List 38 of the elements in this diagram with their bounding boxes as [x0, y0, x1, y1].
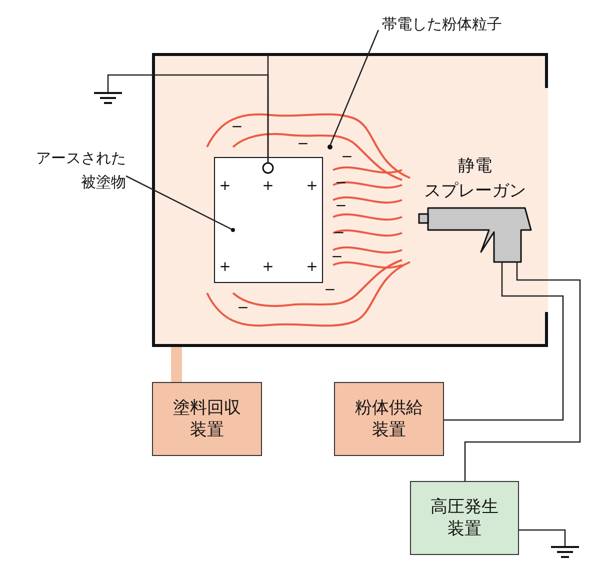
charge-sign: + — [219, 260, 231, 274]
charge-sign: − — [297, 137, 309, 151]
spray-booth — [152, 53, 548, 347]
device-box — [152, 382, 262, 456]
device-box — [410, 481, 519, 555]
device-label: 高圧発生装置 — [429, 496, 500, 540]
spray-gun-icon — [417, 206, 534, 265]
device-label: 粉体供給装置 — [354, 396, 424, 442]
device-caption: スプレーガン — [424, 180, 526, 203]
callout-text: アースされた被塗物 — [24, 146, 126, 194]
leader-line — [330, 30, 379, 145]
charge-sign: + — [262, 179, 274, 193]
charge-sign: − — [335, 176, 347, 190]
charge-sign: + — [306, 179, 318, 193]
powder-particle — [328, 144, 332, 150]
ground-symbol — [94, 92, 122, 104]
workpiece-box — [214, 157, 323, 283]
leader-line — [464, 262, 581, 481]
callout-text: 帯電した粉体粒子 — [382, 12, 562, 36]
charge-sign: − — [331, 250, 343, 264]
wire — [107, 74, 269, 163]
device-caption: 静電 — [458, 155, 492, 178]
charge-sign: − — [335, 199, 347, 213]
charge-sign: − — [333, 226, 345, 240]
leader-line — [519, 529, 566, 546]
charge-sign: − — [341, 150, 353, 164]
device-box — [334, 382, 444, 456]
charge-sign: + — [306, 260, 318, 274]
charge-sign: + — [262, 260, 274, 274]
device-label: 塗料回収装置 — [172, 396, 242, 442]
charge-sign: − — [237, 301, 249, 315]
ground-symbol — [551, 546, 579, 558]
charge-sign: − — [324, 283, 336, 297]
charge-sign: − — [231, 120, 243, 134]
pipe — [171, 347, 182, 382]
charge-sign: + — [219, 179, 231, 193]
leader-line — [126, 175, 235, 232]
leader-line — [444, 262, 564, 421]
